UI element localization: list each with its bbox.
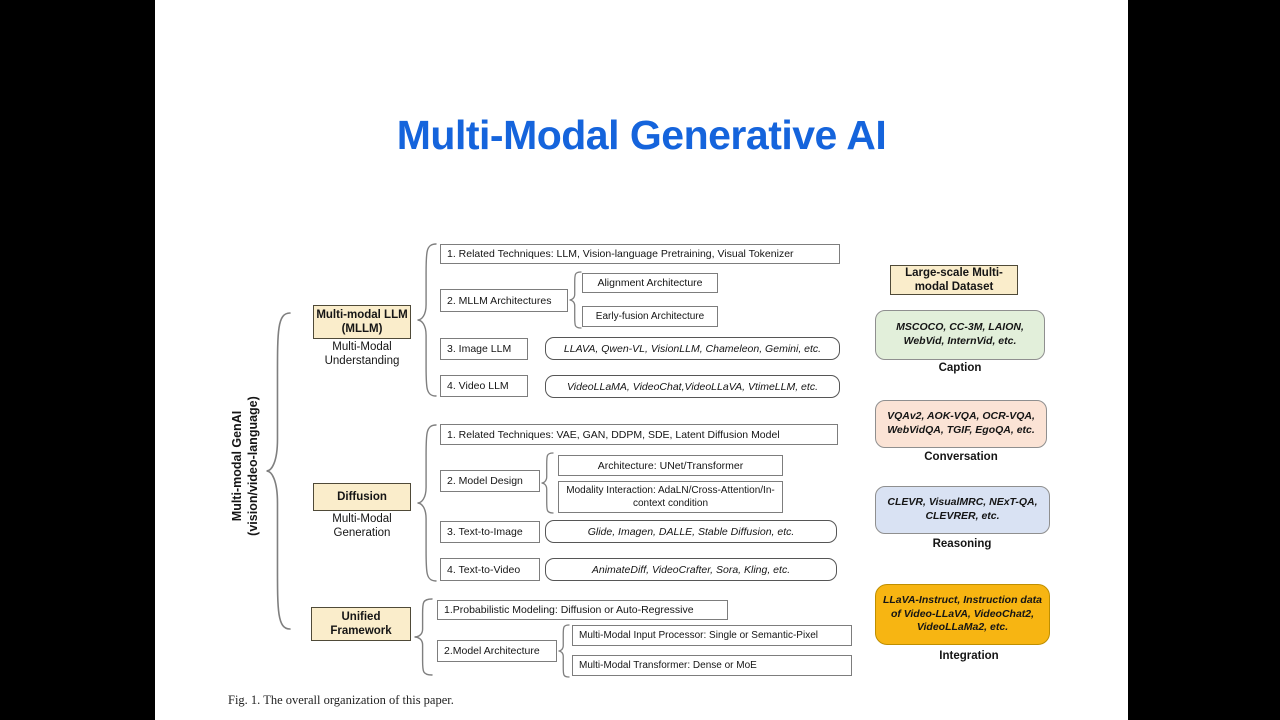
mllm-related-techniques-box: 1. Related Techniques: LLM, Vision-langu… — [440, 244, 840, 264]
model-architecture-brace — [558, 624, 570, 678]
image-llm-box: 3. Image LLM — [440, 338, 528, 360]
figure-caption: Fig. 1. The overall organization of this… — [228, 693, 454, 707]
modality-interaction-box: Modality Interaction: AdaLN/Cross-Attent… — [558, 481, 783, 513]
image-llm-examples-box: LLAVA, Qwen-VL, VisionLLM, Chameleon, Ge… — [545, 337, 840, 360]
multimodal-input-processor-box: Multi-Modal Input Processor: Single or S… — [572, 625, 852, 646]
diffusion-subtitle: Multi-Modal Generation — [332, 513, 392, 539]
page-title: Multi-Modal Generative AI — [396, 112, 887, 158]
root-label-line1: Multi-modal GenAI — [230, 410, 244, 522]
root-label-line2: (vision/video-language) — [246, 396, 261, 536]
text-to-image-box: 3. Text-to-Image — [440, 521, 540, 543]
caption-dataset-label: Caption — [938, 362, 982, 374]
figure-page: Multi-Modal Generative AI Multi-modal Ge… — [155, 0, 1128, 720]
early-fusion-architecture-box: Early-fusion Architecture — [582, 306, 718, 327]
unified-framework-box: Unified Framework — [311, 607, 411, 641]
video-llm-examples-box: VideoLLaMA, VideoChat,VideoLLaVA, VtimeL… — [545, 375, 840, 398]
mllm-brace — [417, 243, 437, 397]
conversation-dataset-box: VQAv2, AOK-VQA, OCR-VQA, WebVidQA, TGIF,… — [875, 400, 1047, 448]
root-label: Multi-modal GenAI (vision/video-language… — [229, 381, 265, 551]
model-design-brace — [541, 452, 554, 514]
unified-brace — [414, 598, 433, 676]
root-brace — [266, 312, 291, 630]
model-architecture-box: 2.Model Architecture — [437, 640, 557, 662]
multimodal-transformer-box: Multi-Modal Transformer: Dense or MoE — [572, 655, 852, 676]
mllm-subtitle: Multi-Modal Understanding — [324, 341, 400, 367]
video-llm-box: 4. Video LLM — [440, 375, 528, 397]
integration-dataset-box: LLaVA-Instruct, Instruction data of Vide… — [875, 584, 1050, 645]
diffusion-related-techniques-box: 1. Related Techniques: VAE, GAN, DDPM, S… — [440, 424, 838, 445]
mllm-branch-box: Multi-modal LLM (MLLM) — [313, 305, 411, 339]
architecture-unet-transformer-box: Architecture: UNet/Transformer — [558, 455, 783, 476]
diffusion-brace — [417, 424, 437, 582]
caption-dataset-box: MSCOCO, CC-3M, LAION, WebVid, InternVid,… — [875, 310, 1045, 360]
integration-dataset-label: Integration — [939, 650, 999, 662]
reasoning-dataset-label: Reasoning — [932, 538, 992, 550]
mllm-architectures-brace — [569, 271, 582, 329]
text-to-video-examples-box: AnimateDiff, VideoCrafter, Sora, Kling, … — [545, 558, 837, 581]
diffusion-branch-box: Diffusion — [313, 483, 411, 511]
model-design-box: 2. Model Design — [440, 470, 540, 492]
mllm-architectures-box: 2. MLLM Architectures — [440, 289, 568, 312]
alignment-architecture-box: Alignment Architecture — [582, 273, 718, 293]
text-to-image-examples-box: Glide, Imagen, DALLE, Stable Diffusion, … — [545, 520, 837, 543]
probabilistic-modeling-box: 1.Probabilistic Modeling: Diffusion or A… — [437, 600, 728, 620]
reasoning-dataset-box: CLEVR, VisualMRC, NExT-QA, CLEVRER, etc. — [875, 486, 1050, 534]
conversation-dataset-label: Conversation — [924, 451, 998, 463]
text-to-video-box: 4. Text-to-Video — [440, 558, 540, 581]
dataset-header-box: Large-scale Multi-modal Dataset — [890, 265, 1018, 295]
